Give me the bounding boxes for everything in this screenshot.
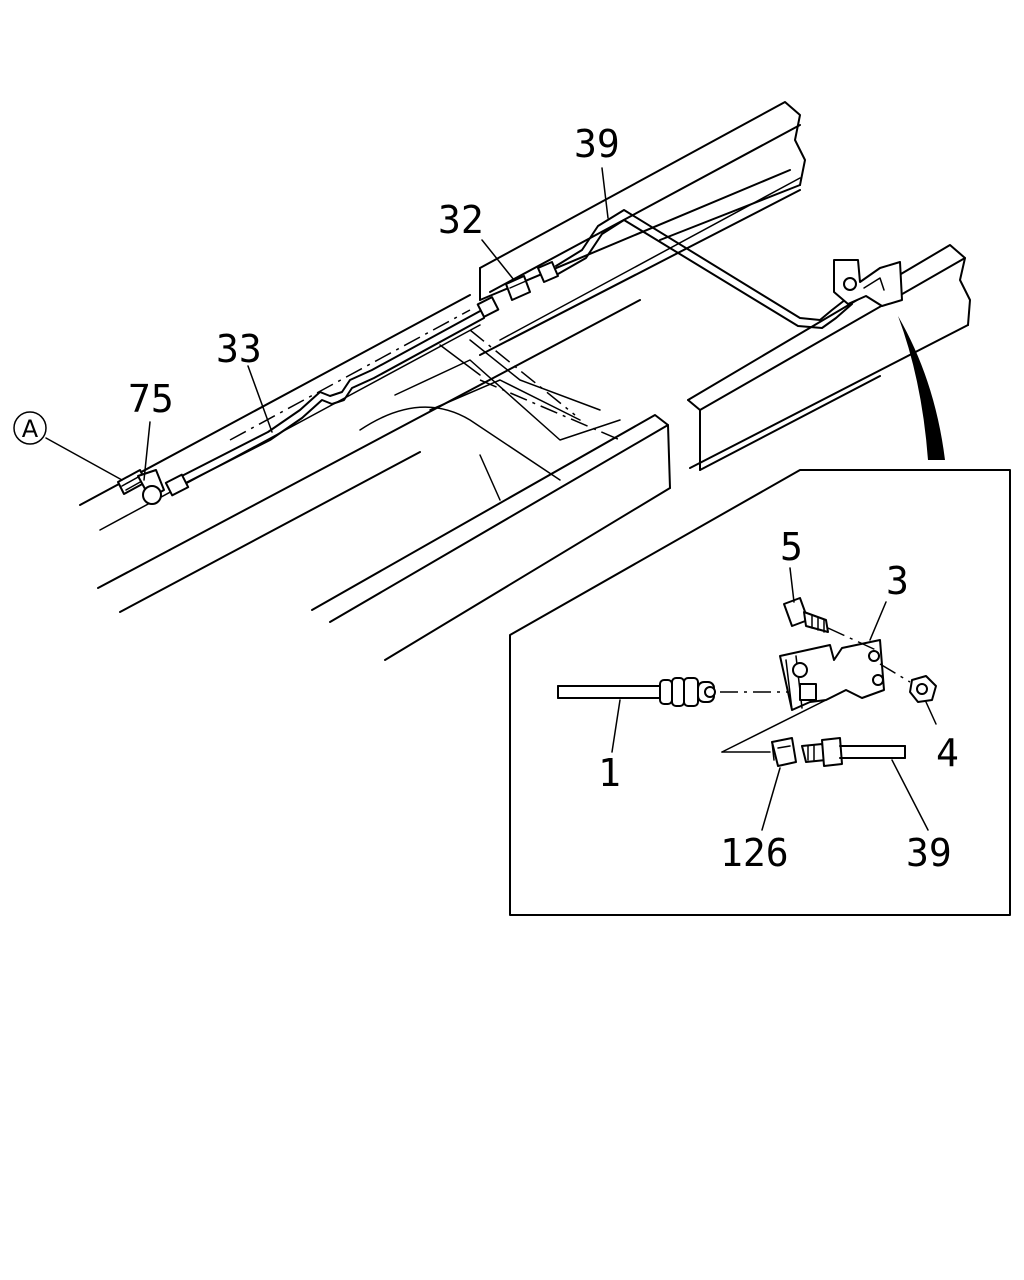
clip-126 [771,737,797,767]
ref-circle-a [13,411,47,445]
leader-a [45,437,123,481]
bracket-main [833,259,903,307]
frame-rail-right-lower [687,244,971,471]
brake-pipe-39 [555,209,853,329]
callout-3: 3 [886,559,909,603]
callout-39-main: 39 [574,122,620,166]
detail-box [509,469,1011,916]
bracket-3 [779,639,885,711]
callout-1: 1 [598,751,621,795]
pipe-1 [557,677,716,707]
frame-crossmember [311,329,671,661]
clip-guide-diag [721,689,847,753]
callout-39-detail: 39 [906,831,952,875]
callout-126: 126 [720,831,789,875]
detail-pointer [898,316,945,460]
brake-pipe-33 [164,296,500,497]
callout-5: 5 [780,525,803,569]
frame-rail-left [79,294,641,613]
connector-32 [505,261,559,301]
callout-32: 32 [438,198,484,242]
callout-75: 75 [128,377,174,421]
centerline-4 [879,663,911,683]
callout-33: 33 [216,327,262,371]
frame-rail-right-upper [479,101,806,356]
ref-label-a: A [22,415,39,443]
union-bolt-75 [117,469,165,505]
leader-lines [143,167,937,831]
callout-4: 4 [936,731,959,775]
centerline-5 [827,627,877,651]
bolt-5 [783,597,829,633]
pipe-39-detail [801,737,906,767]
nut-4 [909,675,937,703]
